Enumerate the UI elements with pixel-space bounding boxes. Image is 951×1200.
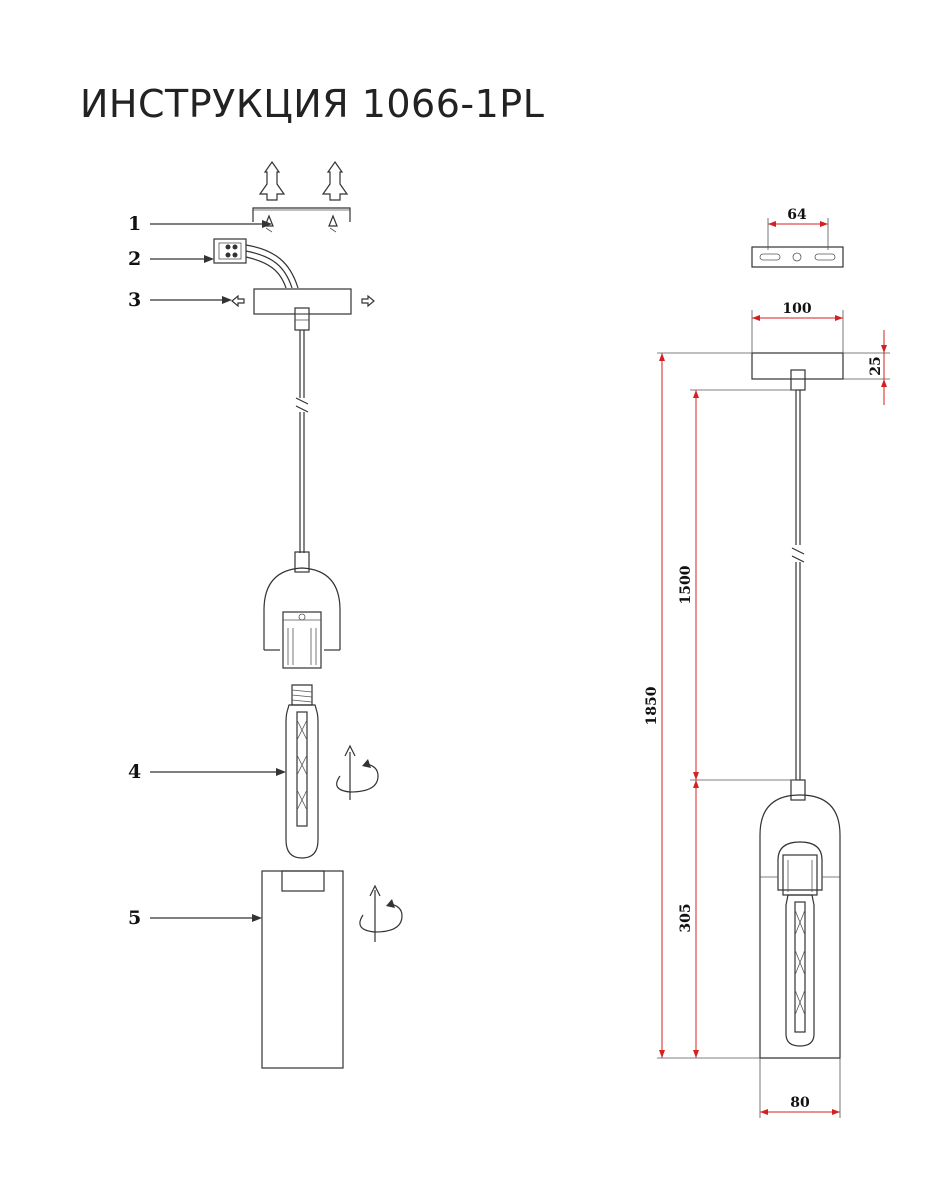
bulb: [285, 684, 319, 859]
wall-plug-right: [321, 160, 349, 201]
rotate-arrow-shade: [359, 884, 403, 942]
dim-canopy-height: 25: [868, 356, 884, 375]
callout-4: 4: [128, 761, 286, 783]
dim-shade-height: 305: [678, 903, 694, 932]
callout-2: 2: [128, 248, 214, 270]
callout-label-3: 3: [128, 289, 141, 311]
terminal-block: [213, 238, 299, 289]
dim-total-height: 1850: [644, 686, 660, 725]
wall-plug-left: [258, 160, 286, 201]
rotate-arrow-bulb: [336, 744, 379, 800]
canopy: [231, 288, 375, 331]
cable: [295, 330, 309, 553]
shade-side: [759, 794, 841, 1059]
callout-3: 3: [128, 289, 232, 311]
dim-width-80: 80: [759, 1058, 841, 1118]
canopy-side: 100 25: [751, 301, 890, 405]
exploded-view: 1 2 3 4 5: [128, 160, 403, 1069]
dim-shade-width: 80: [790, 1095, 810, 1111]
vertical-dimensions: 1850 1500 305: [644, 352, 796, 1059]
callout-label-4: 4: [128, 761, 141, 783]
cable-side: [790, 369, 806, 801]
callout-1: 1: [128, 213, 272, 235]
dimensioned-view: 64 100 25: [644, 207, 890, 1118]
dim-canopy-width: 100: [782, 301, 811, 317]
page-title: ИНСТРУКЦИЯ 1066-1PL: [80, 82, 545, 126]
mounting-bracket: [252, 207, 351, 233]
callout-label-2: 2: [128, 248, 141, 270]
dim-bracket-width: 64: [787, 207, 807, 223]
bracket-plate: 64: [751, 207, 844, 268]
callout-label-5: 5: [128, 907, 141, 929]
socket-cup: [263, 551, 341, 669]
dim-cable-length: 1500: [678, 565, 694, 604]
shade: [261, 870, 344, 1069]
callout-5: 5: [128, 907, 262, 929]
callout-label-1: 1: [128, 213, 141, 235]
